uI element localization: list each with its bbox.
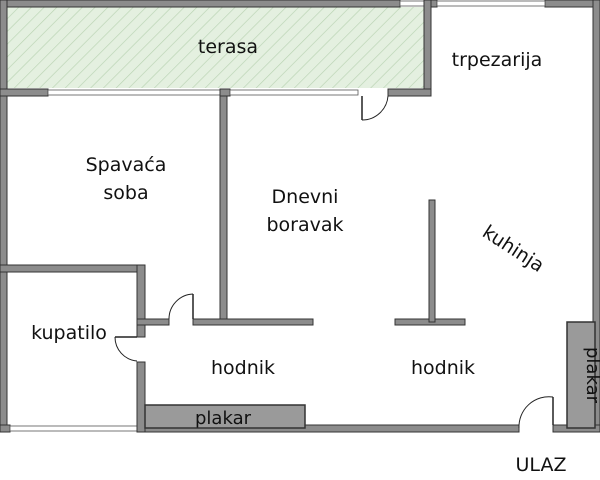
room-label-dining: trpezarija (452, 49, 543, 71)
window-top-terrace-edge (399, 0, 426, 7)
wall-terrace-right (423, 0, 432, 97)
wall-hallway-top-a (136, 318, 170, 326)
bedroom-door-swing (168, 293, 194, 320)
wall-bathroom-right-upper (136, 264, 146, 338)
wall-bathroom-right-lower (136, 361, 146, 433)
wall-terrace-bottom-c (387, 88, 432, 97)
terrace-floor (7, 7, 425, 88)
window-bottom-bath (9, 425, 138, 432)
room-label-living-line1: Dnevni (272, 186, 339, 208)
wall-top-right-b (544, 0, 600, 8)
wall-bottom-left (0, 424, 11, 433)
terrace-door-swing (361, 95, 389, 121)
room-label-hallway-left: hodnik (211, 357, 275, 379)
room-label-terrace: terasa (198, 36, 258, 58)
wall-left (0, 0, 8, 433)
window-terrace-1 (47, 89, 221, 96)
room-label-bedroom-line1: Spavaća (86, 154, 167, 176)
room-label-hallway-right: hodnik (411, 357, 475, 379)
wall-terrace-bottom-a (0, 88, 49, 97)
window-terrace-2 (229, 89, 359, 96)
closet-right (566, 321, 596, 429)
room-label-living-line2: boravak (266, 214, 343, 236)
room-label-bathroom: kupatilo (31, 322, 107, 344)
window-top-dining (436, 0, 546, 7)
room-label-bedroom-line2: soba (103, 182, 148, 204)
closet-label-bottom: plakar (195, 408, 252, 429)
wall-top-terrace (0, 0, 401, 8)
wall-partition (428, 199, 436, 323)
wall-hallway-top-b (192, 318, 314, 326)
entrance-door-swing (518, 396, 554, 429)
wall-bedroom-living (219, 95, 228, 323)
entrance-label: ULAZ (516, 454, 567, 476)
closet-label-right: plakar (582, 347, 600, 404)
closet-bottom (144, 404, 306, 429)
room-label-kitchen: kuhinja (478, 221, 548, 277)
bathroom-door-swing (114, 336, 138, 362)
wall-bathroom-top (0, 264, 146, 273)
wall-terrace-bottom-b (219, 88, 231, 97)
